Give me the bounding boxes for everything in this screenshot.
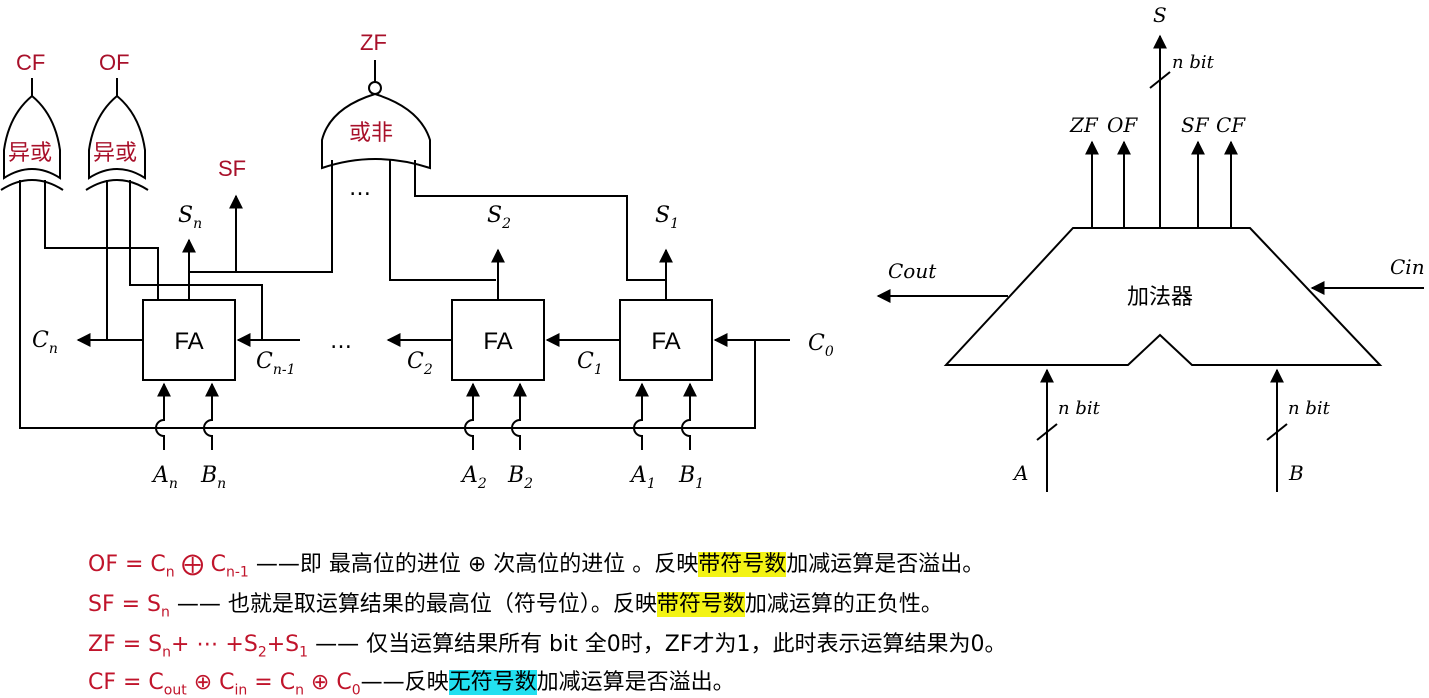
bn-arrow [203,382,219,450]
a-input-label: A [1012,461,1028,485]
b-input-label: B [1288,461,1304,485]
input-wires [155,382,697,450]
carry-ellipsis: … [330,329,352,354]
of-flag-label: OF [1107,113,1138,137]
fa-label-n: FA [174,328,203,355]
of-highlight: 带符号数 [698,552,787,577]
cn1-label: Cn-1 [256,349,296,378]
b1-label: B1 [678,463,704,492]
s-bus-slash [1149,71,1171,89]
s2-to-nor-wire [389,160,496,281]
cf-desc-a: ——反映 [360,670,449,695]
xor-gate-cf: 异或 [0,78,64,191]
sn-label: Sn [178,203,202,232]
s1-to-nor-wire [414,160,666,281]
cf-label: CF [16,50,45,75]
of-desc-b: 加减运算是否溢出。 [786,552,985,577]
s-nbit-label: n bit [1172,52,1215,73]
a2-label: A2 [460,463,487,492]
xor-text-cf: 异或 [8,141,52,166]
c1-label: C1 [577,349,603,378]
an-label: An [151,463,178,492]
s-output-label: S [1153,3,1167,27]
adder-body-label: 加法器 [1127,285,1193,310]
sf-desc-a: —— 也就是取运算结果的最高位（符号位）。反映 [169,592,657,617]
adder-body [943,227,1383,366]
s1-label: S1 [655,203,679,232]
c2-label: C2 [407,349,433,378]
of-label: OF [99,50,130,75]
zf-formula: ZF = Sn+ ⋯ +S2+S1 [88,632,309,661]
bn-label: Bn [200,463,226,492]
sf-formula: SF = Sn [88,592,170,621]
xor-text-of: 异或 [93,141,137,166]
of-formula: OF = Cn ⨁ Cn-1 [88,552,249,581]
zf-flag-label: ZF [1069,113,1099,137]
a2-arrow [464,382,480,450]
cf-formula: CF = Cout ⊕ Cin = Cn ⊕ C0 [88,670,361,698]
cf-flag-label: CF [1216,113,1246,137]
fa-label-2: FA [483,328,512,355]
s2-label: S2 [487,203,511,232]
a-bus-slash [1036,423,1058,441]
b2-arrow [511,382,527,450]
b2-label: B2 [507,463,533,492]
xor-gate-of: 异或 [85,78,149,191]
fa-box-1 [619,299,713,381]
zf-desc: —— 仅当运算结果所有 bit 全0时，ZF才为1，此时表示运算结果为0。 [308,632,1007,657]
cin-label: Cin [1390,255,1425,279]
sf-highlight: 带符号数 [656,592,745,617]
a1-label: A1 [629,463,656,492]
cf-desc-b: 加减运算是否溢出。 [536,670,735,695]
a-nbit-label: n bit [1058,398,1101,419]
cn-label: Cn [32,328,58,357]
fa-box-2 [451,299,545,381]
c0-label: C0 [808,331,834,360]
cf-highlight: 无符号数 [448,670,537,695]
sf-equation: SF = Sn —— 也就是取运算结果的最高位（符号位）。反映带符号数加减运算的… [88,586,943,620]
sf-label: SF [218,156,246,181]
xor-of-cn1-wire [129,180,263,340]
sn-to-nor-wire [189,160,333,273]
sf-desc-b: 加减运算的正负性。 [744,592,943,617]
nor-gate-zf: 或非 … [321,60,431,201]
circuit-diagrams: CF OF ZF SF 异或 异或 或非 … [0,3,1425,492]
adder-block-diagram: 加法器 S n bit ZF OF SF CF Cout Cin n bit A… [876,3,1425,492]
of-desc-a: ——即 最高位的进位 ⊕ 次高位的进位 。反映 [248,552,699,577]
xor-cf-cin-wire [44,180,159,300]
zf-equation: ZF = Sn+ ⋯ +S2+S1 —— 仅当运算结果所有 bit 全0时，ZF… [88,626,1006,660]
nor-text: 或非 [349,121,393,146]
a1-arrow [633,382,649,450]
an-arrow [155,382,171,450]
fa-label-1: FA [651,328,680,355]
b-bus-slash [1266,423,1288,441]
nor-inputs-ellipsis: … [349,176,371,201]
b-nbit-label: n bit [1288,398,1331,419]
cout-label: Cout [888,259,937,283]
cf-equation: CF = Cout ⊕ Cin = Cn ⊕ C0——反映无符号数加减运算是否溢… [88,664,735,698]
b1-arrow [681,382,697,450]
sf-flag-label: SF [1181,113,1210,137]
adder-circuit: CF OF ZF SF 异或 异或 或非 … [0,30,834,492]
c0-feedback-wire [19,180,756,429]
of-equation: OF = Cn ⨁ Cn-1 ——即 最高位的进位 ⊕ 次高位的进位 。反映带符… [88,546,984,580]
zf-label: ZF [360,30,387,55]
